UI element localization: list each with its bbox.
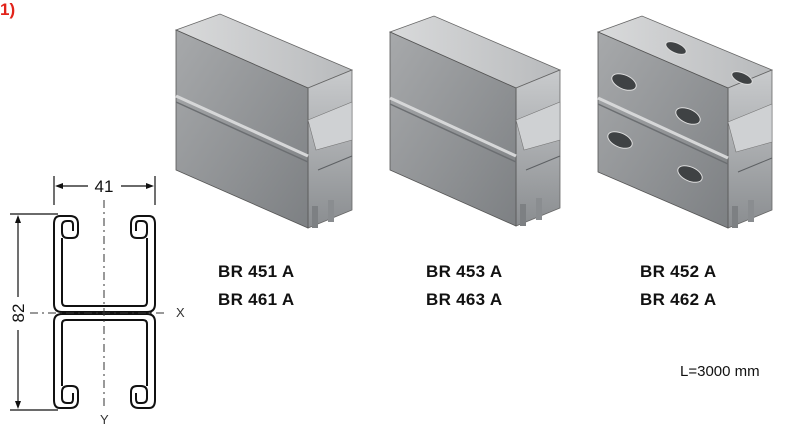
channel-render-2 xyxy=(388,15,562,227)
figure-number: 1) xyxy=(0,0,16,19)
channel-render-3 xyxy=(596,15,774,229)
height-dimension xyxy=(10,213,58,411)
channel-1-codes: BR 451 A BR 461 A xyxy=(218,258,294,314)
y-axis-label: Y xyxy=(100,412,109,425)
width-label: 41 xyxy=(95,177,114,196)
channel-2-code-a: BR 453 A xyxy=(426,262,503,281)
channel-3-code-a: BR 452 A xyxy=(640,262,717,281)
channel-2-codes: BR 453 A BR 463 A xyxy=(426,258,502,314)
height-label: 82 xyxy=(9,304,28,323)
length-note: L=3000 mm xyxy=(680,363,760,380)
cross-section-drawing: 41 82 xyxy=(9,176,185,425)
channel-3-codes: BR 452 A BR 462 A xyxy=(640,258,716,314)
axis-lines xyxy=(30,200,166,410)
channel-1-code-b: BR 461 A xyxy=(218,290,295,309)
channel-3-code-b: BR 462 A xyxy=(640,290,717,309)
channel-2-code-b: BR 463 A xyxy=(426,290,503,309)
channel-render-1 xyxy=(174,13,354,229)
channel-1-code-a: BR 451 A xyxy=(218,262,295,281)
width-dimension xyxy=(53,176,156,205)
x-axis-label: X xyxy=(176,305,185,320)
